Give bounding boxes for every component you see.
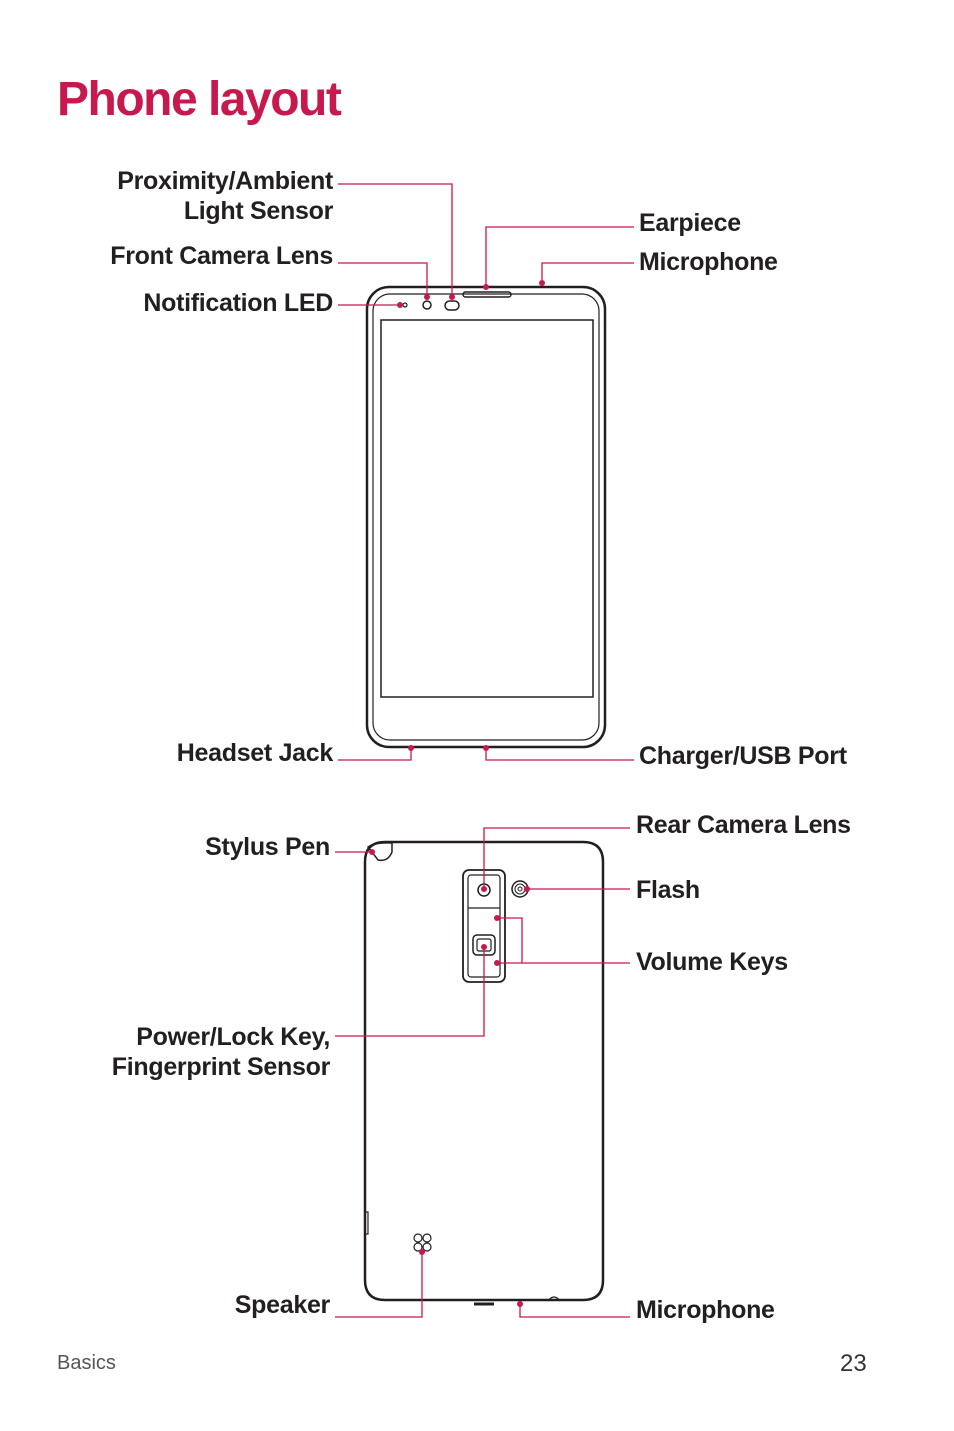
label-speaker: Speaker: [234, 1291, 331, 1319]
label-flash: Flash: [636, 876, 700, 904]
front-leader-dots: [397, 280, 545, 751]
label-front-camera-lens: Front Camera Lens: [110, 242, 333, 270]
back-phone-illustration: [363, 840, 605, 1306]
label-charger-usb-port: Charger/USB Port: [639, 742, 847, 770]
label-power-lock-key: Power/Lock Key, Fingerprint Sensor: [111, 1022, 331, 1082]
back-leader-dots: [369, 849, 530, 1307]
label-rear-microphone: Microphone: [636, 1296, 775, 1324]
page-number: 23: [840, 1350, 867, 1377]
label-proximity-line1: Proximity/Ambient: [117, 167, 333, 195]
label-proximity-sensor: Proximity/Ambient Light Sensor: [117, 166, 333, 226]
label-power-line2: Fingerprint Sensor: [111, 1053, 331, 1081]
label-headset-jack: Headset Jack: [176, 739, 334, 767]
front-phone-illustration: [365, 285, 607, 749]
label-proximity-line2: Light Sensor: [183, 197, 333, 225]
page-title: Phone layout: [57, 73, 342, 126]
label-front-microphone: Microphone: [639, 248, 778, 276]
label-rear-camera-lens: Rear Camera Lens: [636, 811, 851, 839]
label-earpiece: Earpiece: [639, 209, 741, 237]
label-power-line1: Power/Lock Key,: [136, 1023, 330, 1051]
label-notification-led: Notification LED: [143, 289, 333, 317]
label-stylus-pen: Stylus Pen: [205, 833, 330, 861]
footer-section-name: Basics: [57, 1352, 116, 1374]
back-leader-lines: [335, 827, 630, 1318]
label-volume-keys: Volume Keys: [636, 948, 788, 976]
front-leader-lines: [338, 183, 634, 761]
